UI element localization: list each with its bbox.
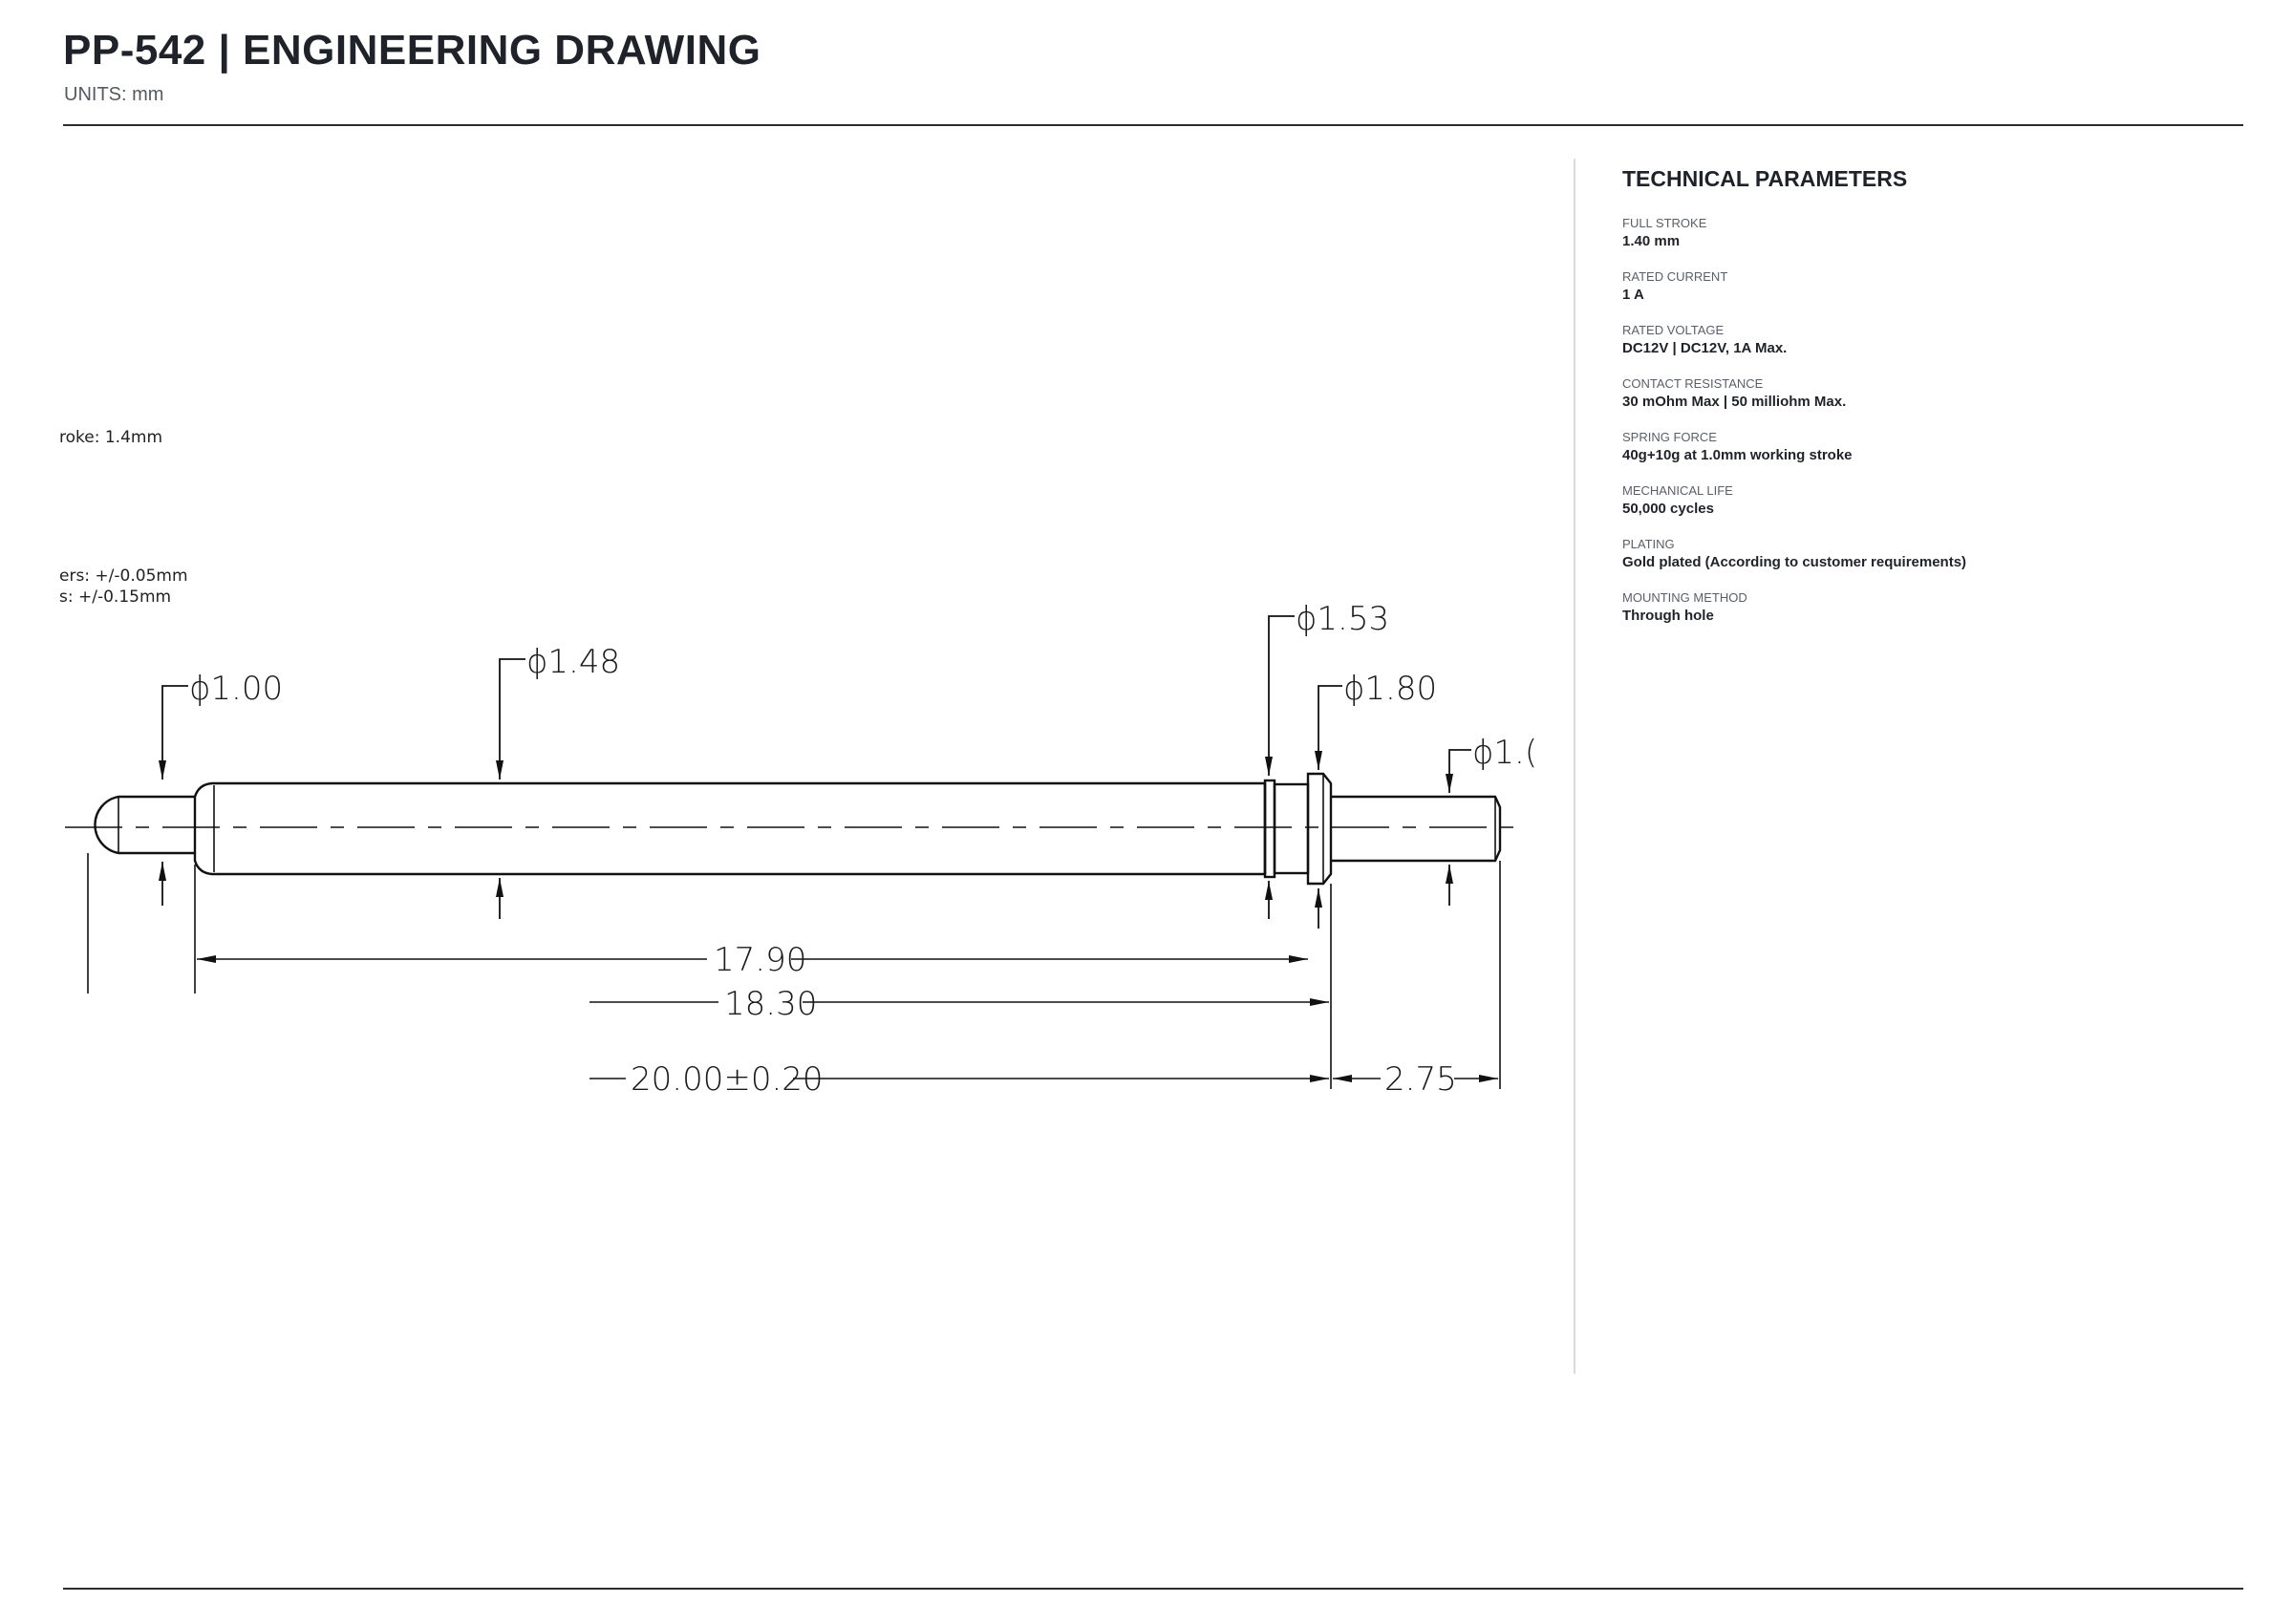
param-label: CONTACT RESISTANCE	[1622, 376, 1764, 391]
header-divider	[63, 124, 2243, 126]
param-label: RATED CURRENT	[1622, 269, 1728, 284]
param-mounting-method: MOUNTING METHOD Through hole	[1622, 589, 2234, 625]
page-title: PP-542 | ENGINEERING DRAWING	[63, 27, 761, 74]
param-label: PLATING	[1622, 537, 1675, 551]
diameter-label-collar: ϕ1.80	[1343, 670, 1437, 708]
param-value: Through hole	[1622, 608, 1714, 624]
param-label: MOUNTING METHOD	[1622, 590, 1747, 605]
panel-title: TECHNICAL PARAMETERS	[1622, 166, 1908, 191]
param-label: FULL STROKE	[1622, 216, 1707, 230]
length-label-barrel-to-collar: 17.90	[714, 941, 806, 979]
param-mechanical-life: MECHANICAL LIFE 50,000 cycles	[1622, 482, 2234, 518]
param-value: 40g+10g at 1.0mm working stroke	[1622, 447, 1853, 463]
pin-collar-ring-1	[1263, 779, 1276, 879]
param-value: 1.40 mm	[1622, 233, 1681, 249]
param-label: SPRING FORCE	[1622, 430, 1717, 444]
pin-tip	[94, 795, 195, 855]
param-value: 30 mOhm Max | 50 milliohm Max.	[1622, 394, 1847, 410]
length-label-tail: 2.75	[1384, 1060, 1457, 1099]
param-spring-force: SPRING FORCE 40g+10g at 1.0mm working st…	[1622, 429, 2234, 464]
param-value: DC12V | DC12V, 1A Max.	[1622, 340, 1788, 356]
param-plating: PLATING Gold plated (According to custom…	[1622, 536, 2234, 571]
param-rated-voltage: RATED VOLTAGE DC12V | DC12V, 1A Max.	[1622, 322, 2234, 357]
pin-barrel	[193, 781, 1267, 876]
param-rated-current: RATED CURRENT 1 A	[1622, 268, 2234, 304]
diameter-label-barrel: ϕ1.48	[526, 643, 620, 681]
note-fragment-tolerance-2: s: +/-0.15mm	[59, 588, 171, 607]
diameter-label-tip: ϕ1.00	[189, 670, 283, 708]
param-value: Gold plated (According to customer requi…	[1622, 554, 1967, 570]
note-fragment-tolerance-1: ers: +/-0.05mm	[59, 566, 188, 586]
units-label: UNITS: mm	[64, 84, 164, 105]
footer-divider	[63, 1588, 2243, 1590]
diameter-label-tail: ϕ1.(	[1472, 734, 1537, 772]
length-label-overall: 20.00±0.20	[631, 1060, 824, 1099]
panel-separator	[1574, 159, 1575, 1374]
pin-outline	[94, 772, 1502, 886]
diameter-label-collar-inner: ϕ1.53	[1296, 600, 1389, 638]
pin-collar	[1306, 772, 1333, 886]
pin-collar-ring-2	[1273, 782, 1310, 875]
pogo-pin-drawing: roke: 1.4mm ers: +/-0.05mm s: +/-0.15mm …	[59, 428, 1537, 1099]
pin-tail	[1331, 795, 1502, 863]
param-contact-resistance: CONTACT RESISTANCE 30 mOhm Max | 50 mill…	[1622, 375, 2234, 411]
param-full-stroke: FULL STROKE 1.40 mm	[1622, 215, 2234, 250]
length-label-tip-to-collar: 18.30	[724, 985, 817, 1023]
technical-parameters-panel: TECHNICAL PARAMETERS FULL STROKE 1.40 mm…	[1622, 166, 2234, 643]
param-label: RATED VOLTAGE	[1622, 323, 1725, 337]
param-label: MECHANICAL LIFE	[1622, 483, 1733, 498]
note-fragment-stroke: roke: 1.4mm	[59, 428, 162, 447]
param-value: 1 A	[1622, 287, 1644, 303]
param-value: 50,000 cycles	[1622, 501, 1714, 517]
